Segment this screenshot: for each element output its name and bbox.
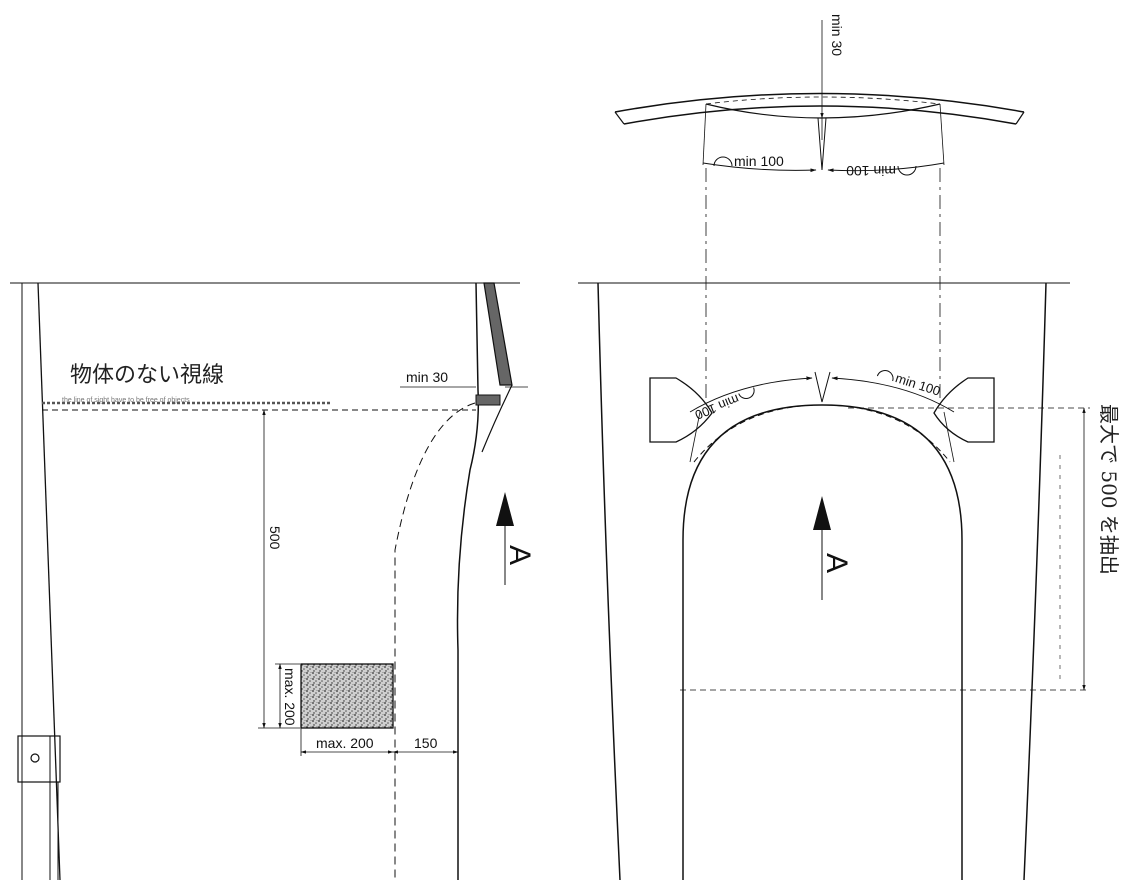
side-view [10, 282, 528, 881]
front-view-arrow-A: A [813, 496, 853, 600]
side-view-arrow-A: A [496, 492, 536, 585]
side-no-object-label: 物体のない視線 [70, 363, 224, 388]
top-min100-left: min 100 [713, 153, 784, 169]
top-min100-right: min 100 [846, 163, 917, 179]
top-min30-label: min 30 [829, 14, 845, 56]
side-window-pillar [483, 282, 513, 386]
side-150-label: 150 [414, 735, 438, 751]
svg-text:min 100: min 100 [734, 153, 784, 169]
front-extract-500-label: 最大で 500 を抽出 [1097, 404, 1121, 575]
side-handle-icon [30, 753, 40, 763]
svg-text:A: A [820, 553, 853, 573]
side-min30-label: min 30 [406, 369, 448, 385]
side-max200-v-label: max. 200 [282, 668, 298, 726]
side-max200-h-label: max. 200 [316, 735, 374, 751]
front-min100-left: min 100 [693, 387, 755, 423]
top-view [614, 20, 1025, 400]
svg-text:min 100: min 100 [846, 163, 896, 179]
side-handle-plate [17, 735, 61, 783]
front-mirror-left [649, 377, 713, 443]
side-object-box [300, 663, 394, 729]
front-mirror-right [933, 377, 995, 443]
svg-text:A: A [503, 545, 536, 565]
side-sight-note: the line of sight have to be free of obj… [62, 397, 190, 404]
top-window-inner [623, 105, 1017, 125]
front-view [578, 282, 1090, 881]
side-500-label: 500 [267, 526, 283, 550]
front-min100-right: min 100 [876, 370, 942, 399]
top-window-outer [614, 92, 1025, 113]
front-door-opening [682, 404, 963, 880]
